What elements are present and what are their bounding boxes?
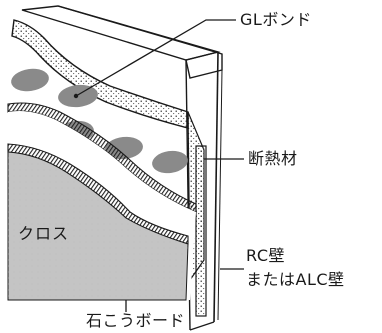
label-wall-line2: またはALC壁 [246, 270, 345, 289]
label-cloth: クロス [18, 224, 70, 243]
label-wall-line1: RC壁 [246, 246, 285, 265]
label-gl-bond: GLボンド [240, 10, 312, 29]
label-insulation: 断熱材 [248, 149, 298, 168]
label-gypsum: 石こうボード [86, 311, 186, 330]
leader-lines [73, 19, 244, 312]
insulation-layer [195, 145, 207, 317]
bond-spot [11, 68, 49, 92]
leader-gl-bond [75, 19, 236, 97]
bond-spot [152, 150, 188, 174]
